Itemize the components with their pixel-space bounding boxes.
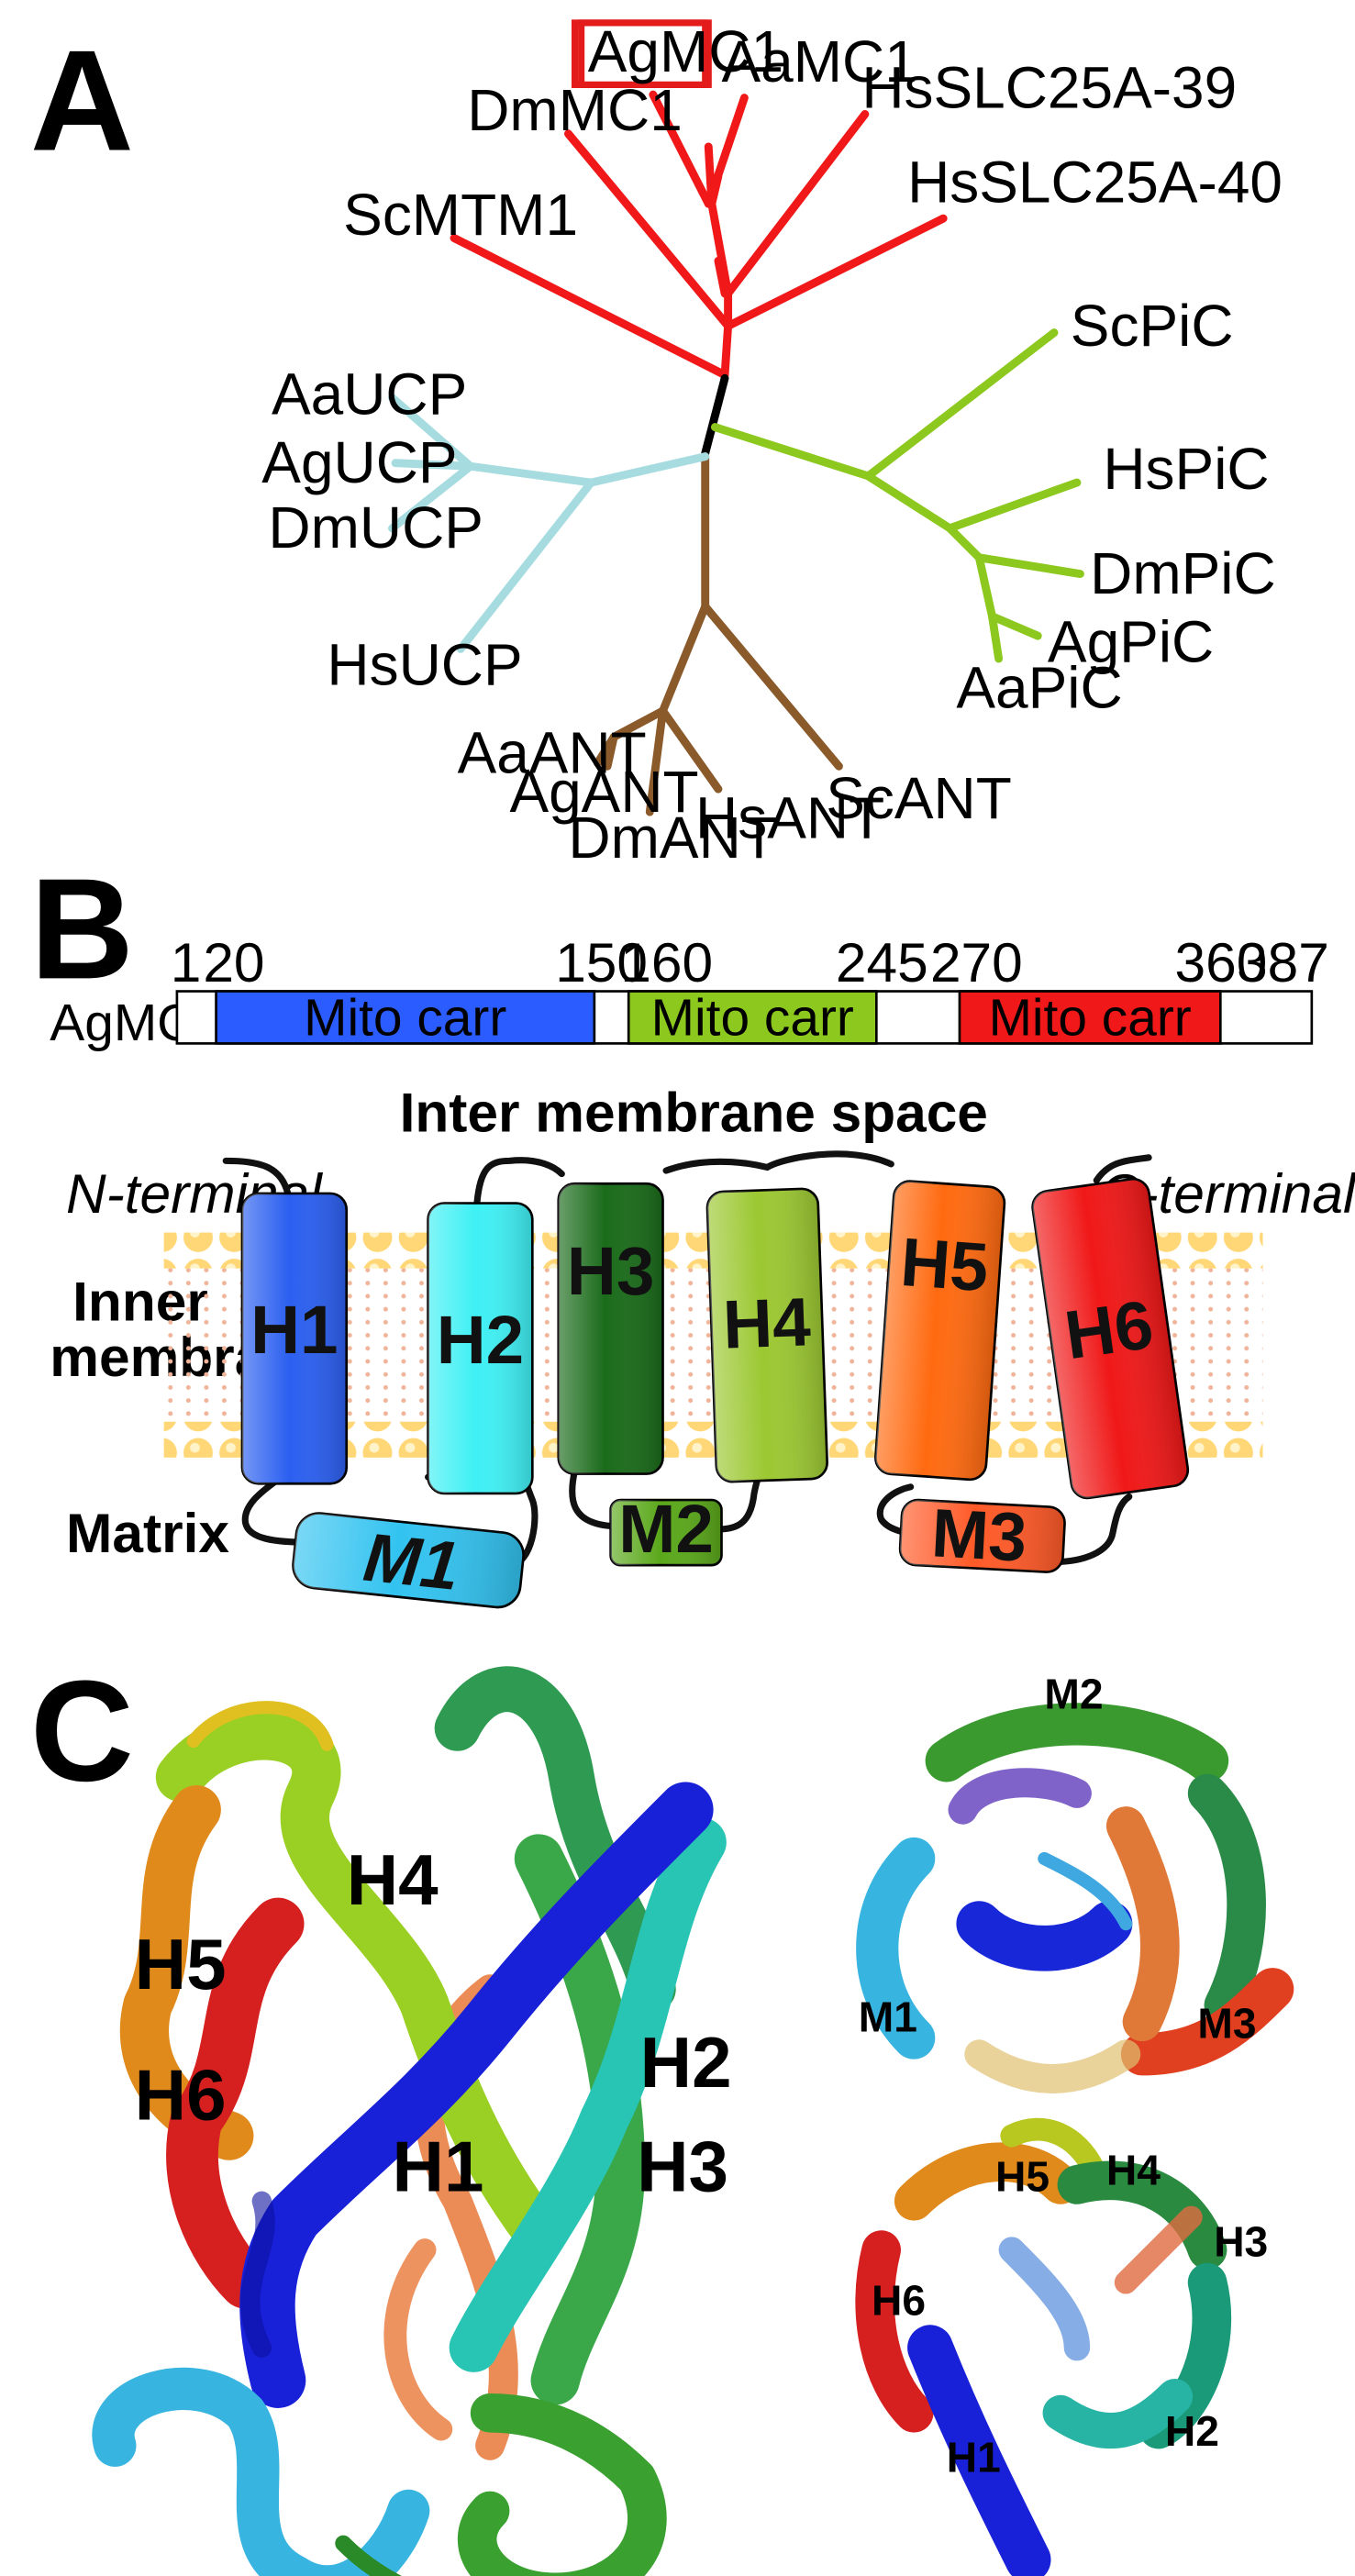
phylogenetic-tree — [388, 90, 1084, 816]
transmembrane-helix-h1: H1 — [240, 1192, 349, 1485]
position-label: 245 — [836, 931, 928, 994]
leaf-label: AaMC1 — [721, 28, 916, 94]
tree-leaf-labels: AgMC1 AaMC1 HsSLC25A-39 HsSLC25A-40 DmMC… — [261, 18, 1283, 871]
helix-label: H5 — [995, 2153, 1050, 2201]
leaf-label: ScANT — [826, 765, 1012, 831]
transmembrane-helix-h2: H2 — [427, 1202, 534, 1495]
leaf-label: HsUCP — [327, 631, 522, 697]
leaf-label: AgMC1 — [588, 18, 783, 84]
helix-label: H5 — [135, 1924, 227, 2004]
ucp-clade — [388, 394, 710, 653]
helix-label: M3 — [929, 1493, 1028, 1575]
protein-structure-top-view — [856, 1703, 1294, 2093]
panel-c: C H4 — [30, 1651, 1294, 2576]
position-label: 270 — [930, 931, 1023, 994]
helix-label: M1 — [361, 1518, 463, 1604]
panel-b: B AgMC1 Mito carr Mito carr Mito carr 1 … — [30, 849, 1355, 1609]
matrix-helix-m1: M1 — [292, 1512, 525, 1609]
helix-label: M3 — [1197, 2000, 1256, 2048]
bottom-view-labels: H5 H4 H3 H6 H2 H1 — [872, 2146, 1268, 2481]
leaf-label: HsSLC25A-40 — [907, 149, 1283, 215]
transmembrane-helix-h5: H5 — [874, 1180, 1006, 1482]
leaf-label: HsSLC25A-39 — [861, 54, 1237, 120]
helix-label: H4 — [1106, 2146, 1161, 2193]
domain-bar-2 — [627, 990, 878, 1045]
helix-label: H2 — [437, 1301, 524, 1378]
domain-label: Mito carr — [304, 990, 506, 1048]
panel-letter-c: C — [30, 1651, 134, 1812]
leaf-label: AgANT — [509, 759, 698, 825]
helix-label: H4 — [722, 1282, 813, 1362]
helix-label: H2 — [640, 2022, 732, 2103]
helix-label: H1 — [250, 1291, 338, 1368]
panel-a: A — [30, 18, 1283, 871]
domain-bar-1 — [215, 990, 596, 1045]
matrix-helix-m3: M3 — [898, 1493, 1066, 1576]
transmembrane-helix-h3: H3 — [557, 1182, 664, 1475]
mc1-clade — [450, 90, 948, 380]
domain-architecture: AgMC1 Mito carr Mito carr Mito carr 1 20… — [50, 931, 1329, 1052]
leaf-label: AgPiC — [1048, 609, 1214, 675]
matrix-helix-m2: M2 — [609, 1490, 723, 1567]
helix-label: H6 — [1061, 1285, 1158, 1373]
helix-label: H3 — [1214, 2218, 1268, 2266]
side-view-labels: H4 H5 H6 H1 H2 H3 — [135, 1839, 732, 2207]
leaf-label: ScMTM1 — [343, 182, 578, 248]
helix-label: H6 — [872, 2277, 926, 2325]
helix-label: M1 — [859, 1993, 917, 2040]
leaf-label: AaPiC — [956, 654, 1122, 720]
helix-label: H2 — [1165, 2407, 1219, 2455]
transmembrane-helix-h4: H4 — [705, 1187, 828, 1483]
leaf-label: ScPiC — [1071, 293, 1234, 359]
highlight-box-frame — [571, 19, 712, 88]
leaf-label: DmUCP — [268, 494, 483, 561]
pic-clade — [710, 328, 1084, 663]
helix-label: M2 — [1044, 1671, 1103, 1718]
helix-label: H5 — [898, 1223, 991, 1305]
helix-label: H3 — [637, 2126, 728, 2207]
leaf-label: AaANT — [458, 719, 647, 785]
position-label: 20 — [203, 931, 264, 994]
protein-structure-bottom-view — [855, 2117, 1232, 2576]
leaf-label: HsPiC — [1103, 436, 1269, 502]
domain-label: Mito carr — [989, 990, 1192, 1048]
position-label: 360 — [1175, 931, 1268, 994]
leaf-label: DmANT — [568, 805, 776, 871]
position-label: 1 — [171, 931, 202, 994]
transmembrane-helix-h6: H6 — [1031, 1177, 1190, 1500]
position-label: 160 — [620, 931, 713, 994]
leaf-label: DmMC1 — [467, 77, 683, 143]
helix-label: H4 — [347, 1839, 439, 1920]
position-label: 387 — [1237, 931, 1329, 994]
panel-letter-b: B — [30, 849, 134, 1009]
domain-bar-3 — [958, 990, 1222, 1045]
helix-label: H1 — [947, 2433, 1001, 2481]
top-view-labels: M2 M1 M3 — [859, 1671, 1257, 2048]
panel-letter-a: A — [30, 21, 134, 182]
matrix-label: Matrix — [66, 1502, 229, 1564]
helix-label: H1 — [392, 2126, 483, 2207]
helix-label: M2 — [618, 1490, 714, 1567]
protein-structure-side-view — [92, 1666, 727, 2576]
intermembrane-space-label: Inter membrane space — [400, 1081, 988, 1143]
ant-clade — [593, 452, 843, 816]
topology-diagram: Inter membrane space N-terminal C-termin… — [50, 1081, 1355, 1609]
leaf-label: DmPiC — [1090, 540, 1276, 606]
helix-label: H6 — [135, 2054, 227, 2135]
helix-label: H3 — [567, 1232, 654, 1309]
leaf-label: AgUCP — [261, 429, 457, 495]
position-label: 150 — [555, 931, 648, 994]
leaf-label: HsANT — [695, 784, 884, 850]
leaf-label: AaUCP — [272, 361, 467, 427]
position-labels: 1 20 150 160 245 270 360 387 — [171, 931, 1329, 994]
domain-label: Mito carr — [651, 990, 854, 1048]
